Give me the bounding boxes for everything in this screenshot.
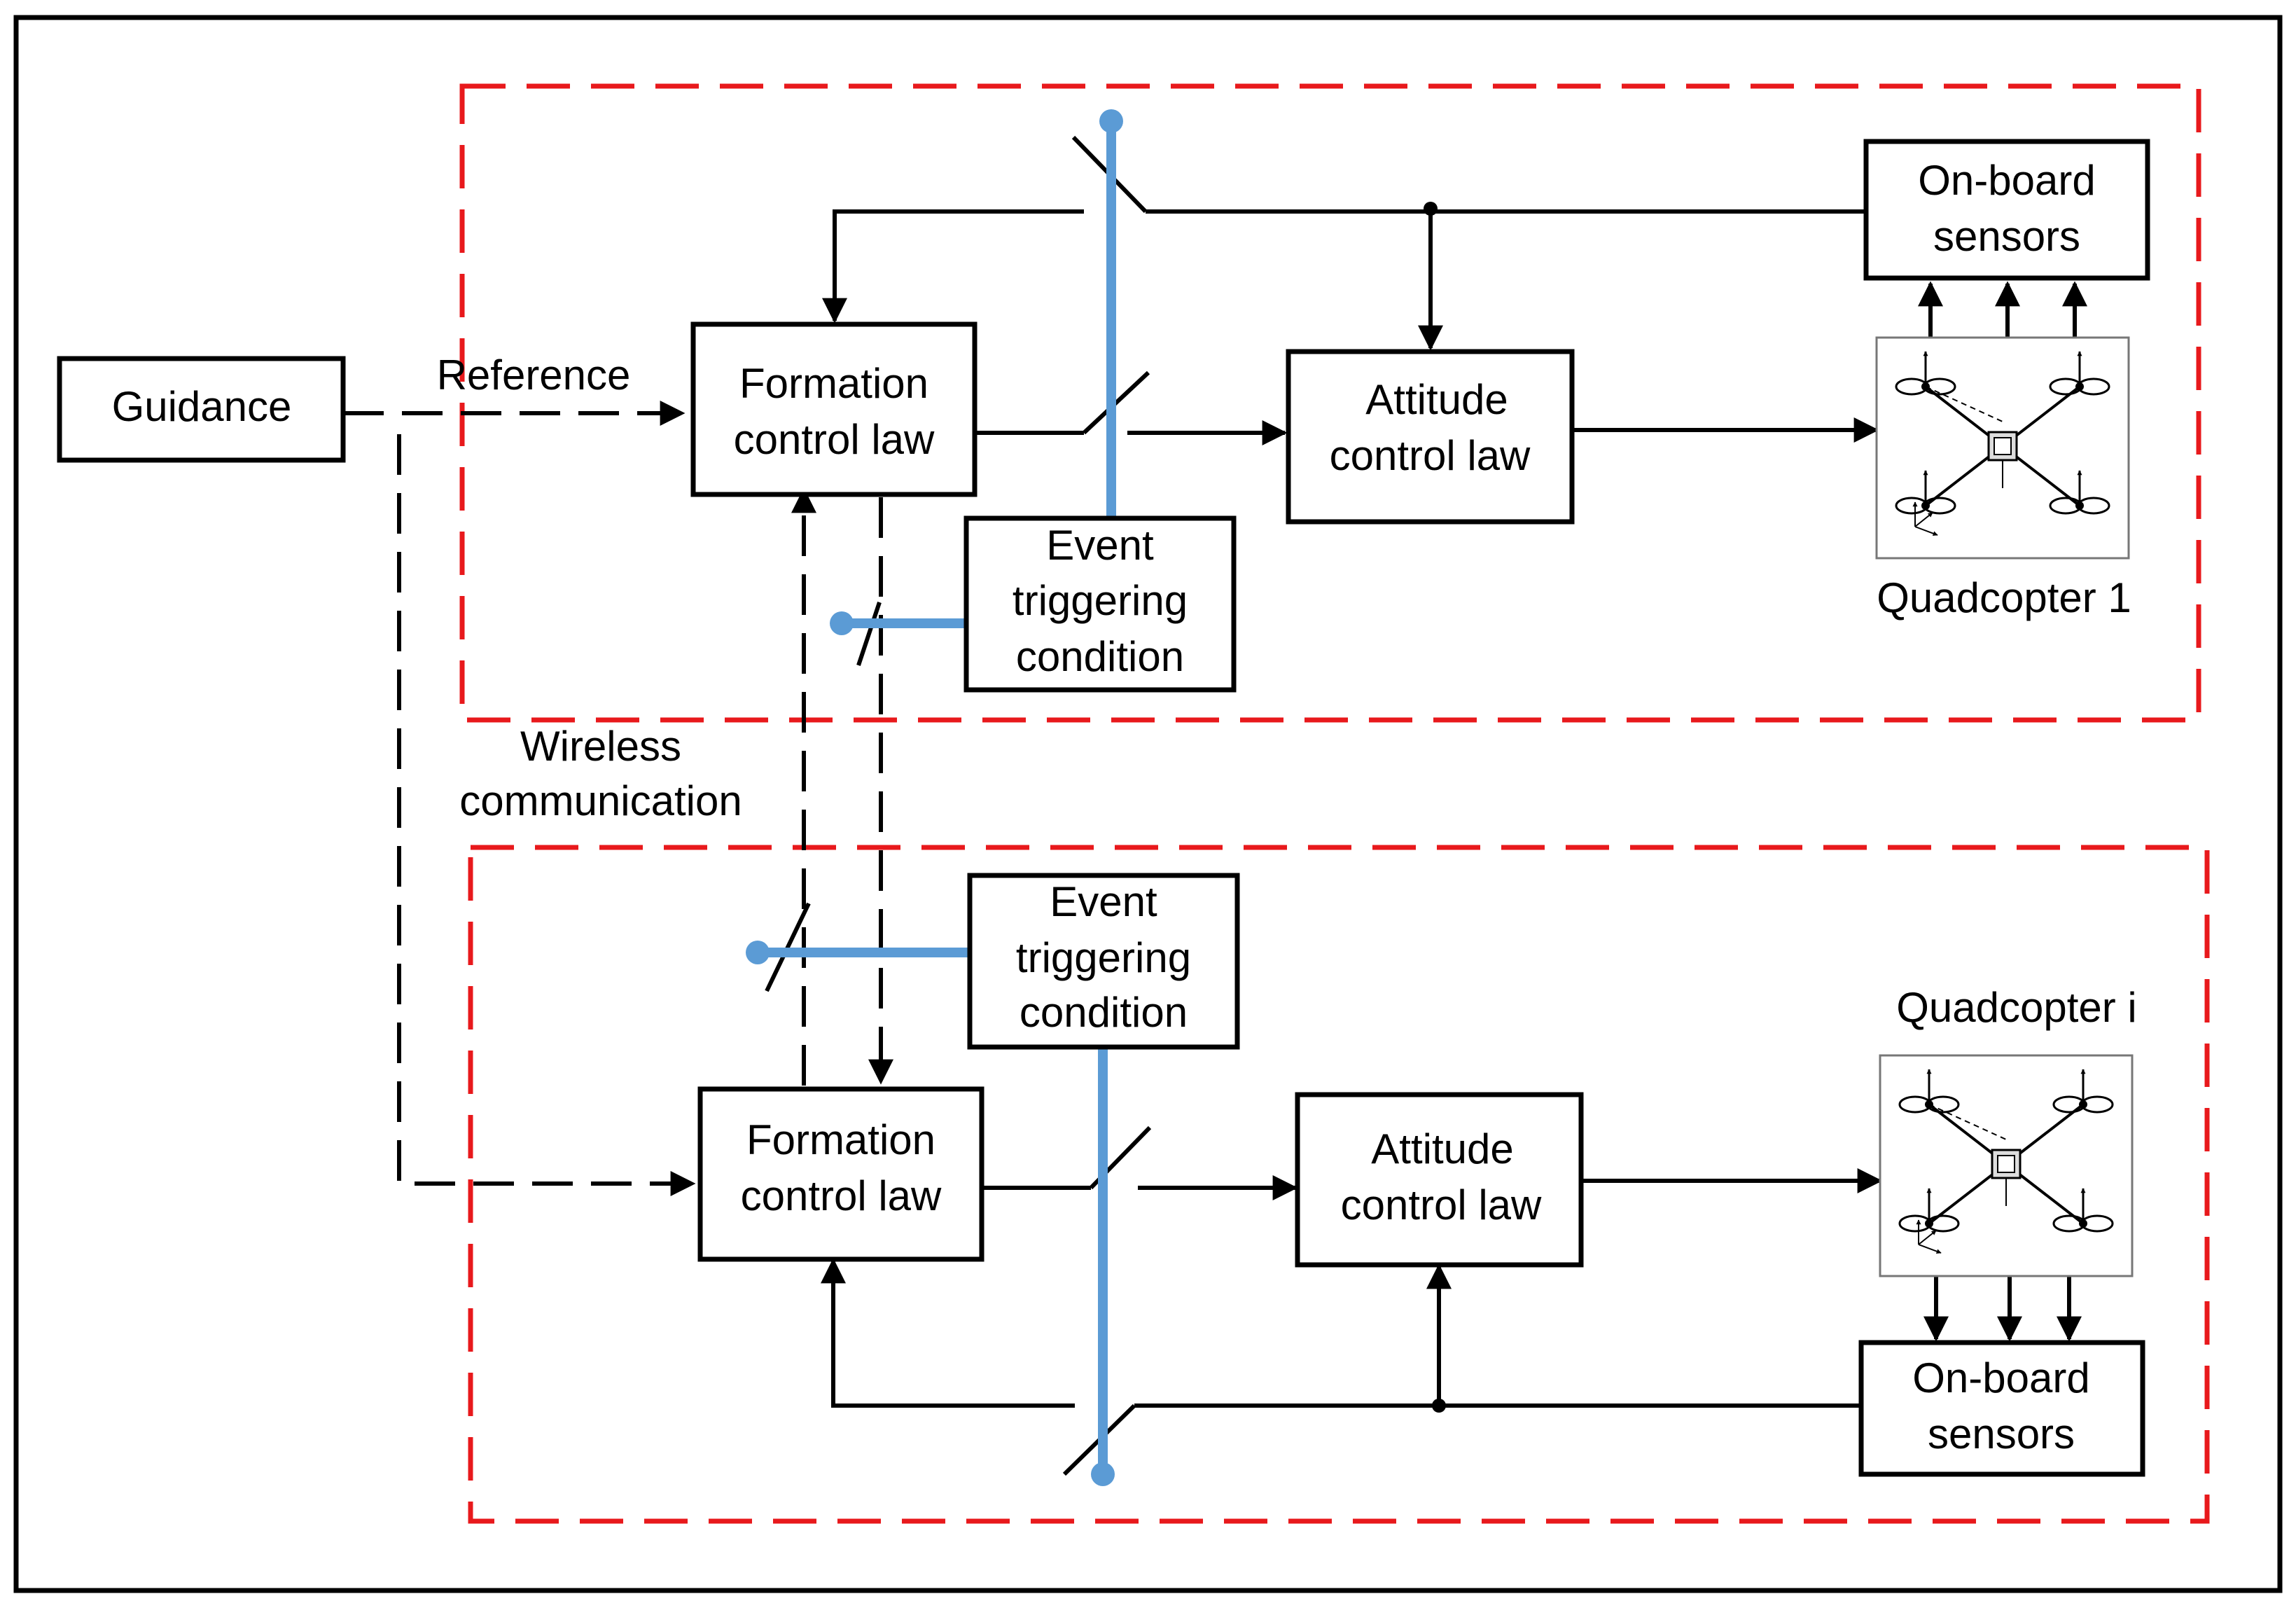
quadcopter-i-label: Quadcopter i [1896,984,2137,1031]
quadcopter-1-group [459,83,2201,723]
top-event-trigger-block: Event triggering condition [963,515,1237,693]
quadcopter-i-group [468,845,2210,1524]
guidance-block: Guidance [57,356,346,463]
attitude-label: control law [1341,1181,1542,1228]
sensors-label: On-board [1918,157,2095,204]
event-label: Event [1050,878,1157,925]
attitude-label: Attitude [1371,1125,1513,1172]
wireless-links [343,401,893,1196]
formation-label: Formation [746,1116,935,1163]
bottom-onboard-sensors-block: On-board sensors [1858,1340,2145,1477]
junction-dot [1432,1399,1446,1413]
outer-frame [13,15,2283,1593]
guidance-label: Guidance [112,383,292,430]
switch-symbol [765,902,811,992]
bottom-attitude-control-block: Attitude control law [1295,1092,1584,1268]
formation-label: control law [734,416,935,463]
top-formation-control-block: Formation control law [690,321,977,497]
quadcopter-schematic-icon [1877,338,2129,558]
reference-label: Reference [437,352,631,398]
top-onboard-sensors-block: On-board sensors [1863,139,2150,281]
trigger-bar-endpoint [1099,109,1123,133]
trigger-bar-endpoint [746,941,770,964]
attitude-label: Attitude [1365,376,1508,423]
wireless-label: Wireless [520,723,681,770]
top-signal-lines [822,209,2087,445]
wireless-label: communication [459,777,742,824]
trigger-bar-endpoint [830,611,854,635]
junction-dot [1424,202,1438,216]
bottom-signal-lines [821,1168,2082,1408]
event-label: triggering [1013,577,1188,624]
formation-label: control law [741,1172,942,1219]
formation-label: Formation [739,360,928,407]
event-label: Event [1046,522,1154,569]
bottom-event-trigger-block: Event triggering condition [967,873,1240,1050]
top-attitude-control-block: Attitude control law [1286,349,1575,525]
sensors-label: sensors [1933,213,2080,260]
switch-symbol [856,602,882,666]
attitude-label: control law [1330,432,1531,479]
event-label: condition [1016,633,1184,680]
sensors-label: On-board [1912,1354,2089,1401]
sensors-label: sensors [1928,1411,2075,1457]
quadcopter-schematic-icon [1880,1055,2132,1276]
quadcopter-1-label: Quadcopter 1 [1877,574,2131,621]
trigger-bar-endpoint [1091,1462,1115,1486]
event-label: triggering [1016,934,1191,981]
event-label: condition [1020,989,1188,1036]
bottom-formation-control-block: Formation control law [697,1086,985,1262]
